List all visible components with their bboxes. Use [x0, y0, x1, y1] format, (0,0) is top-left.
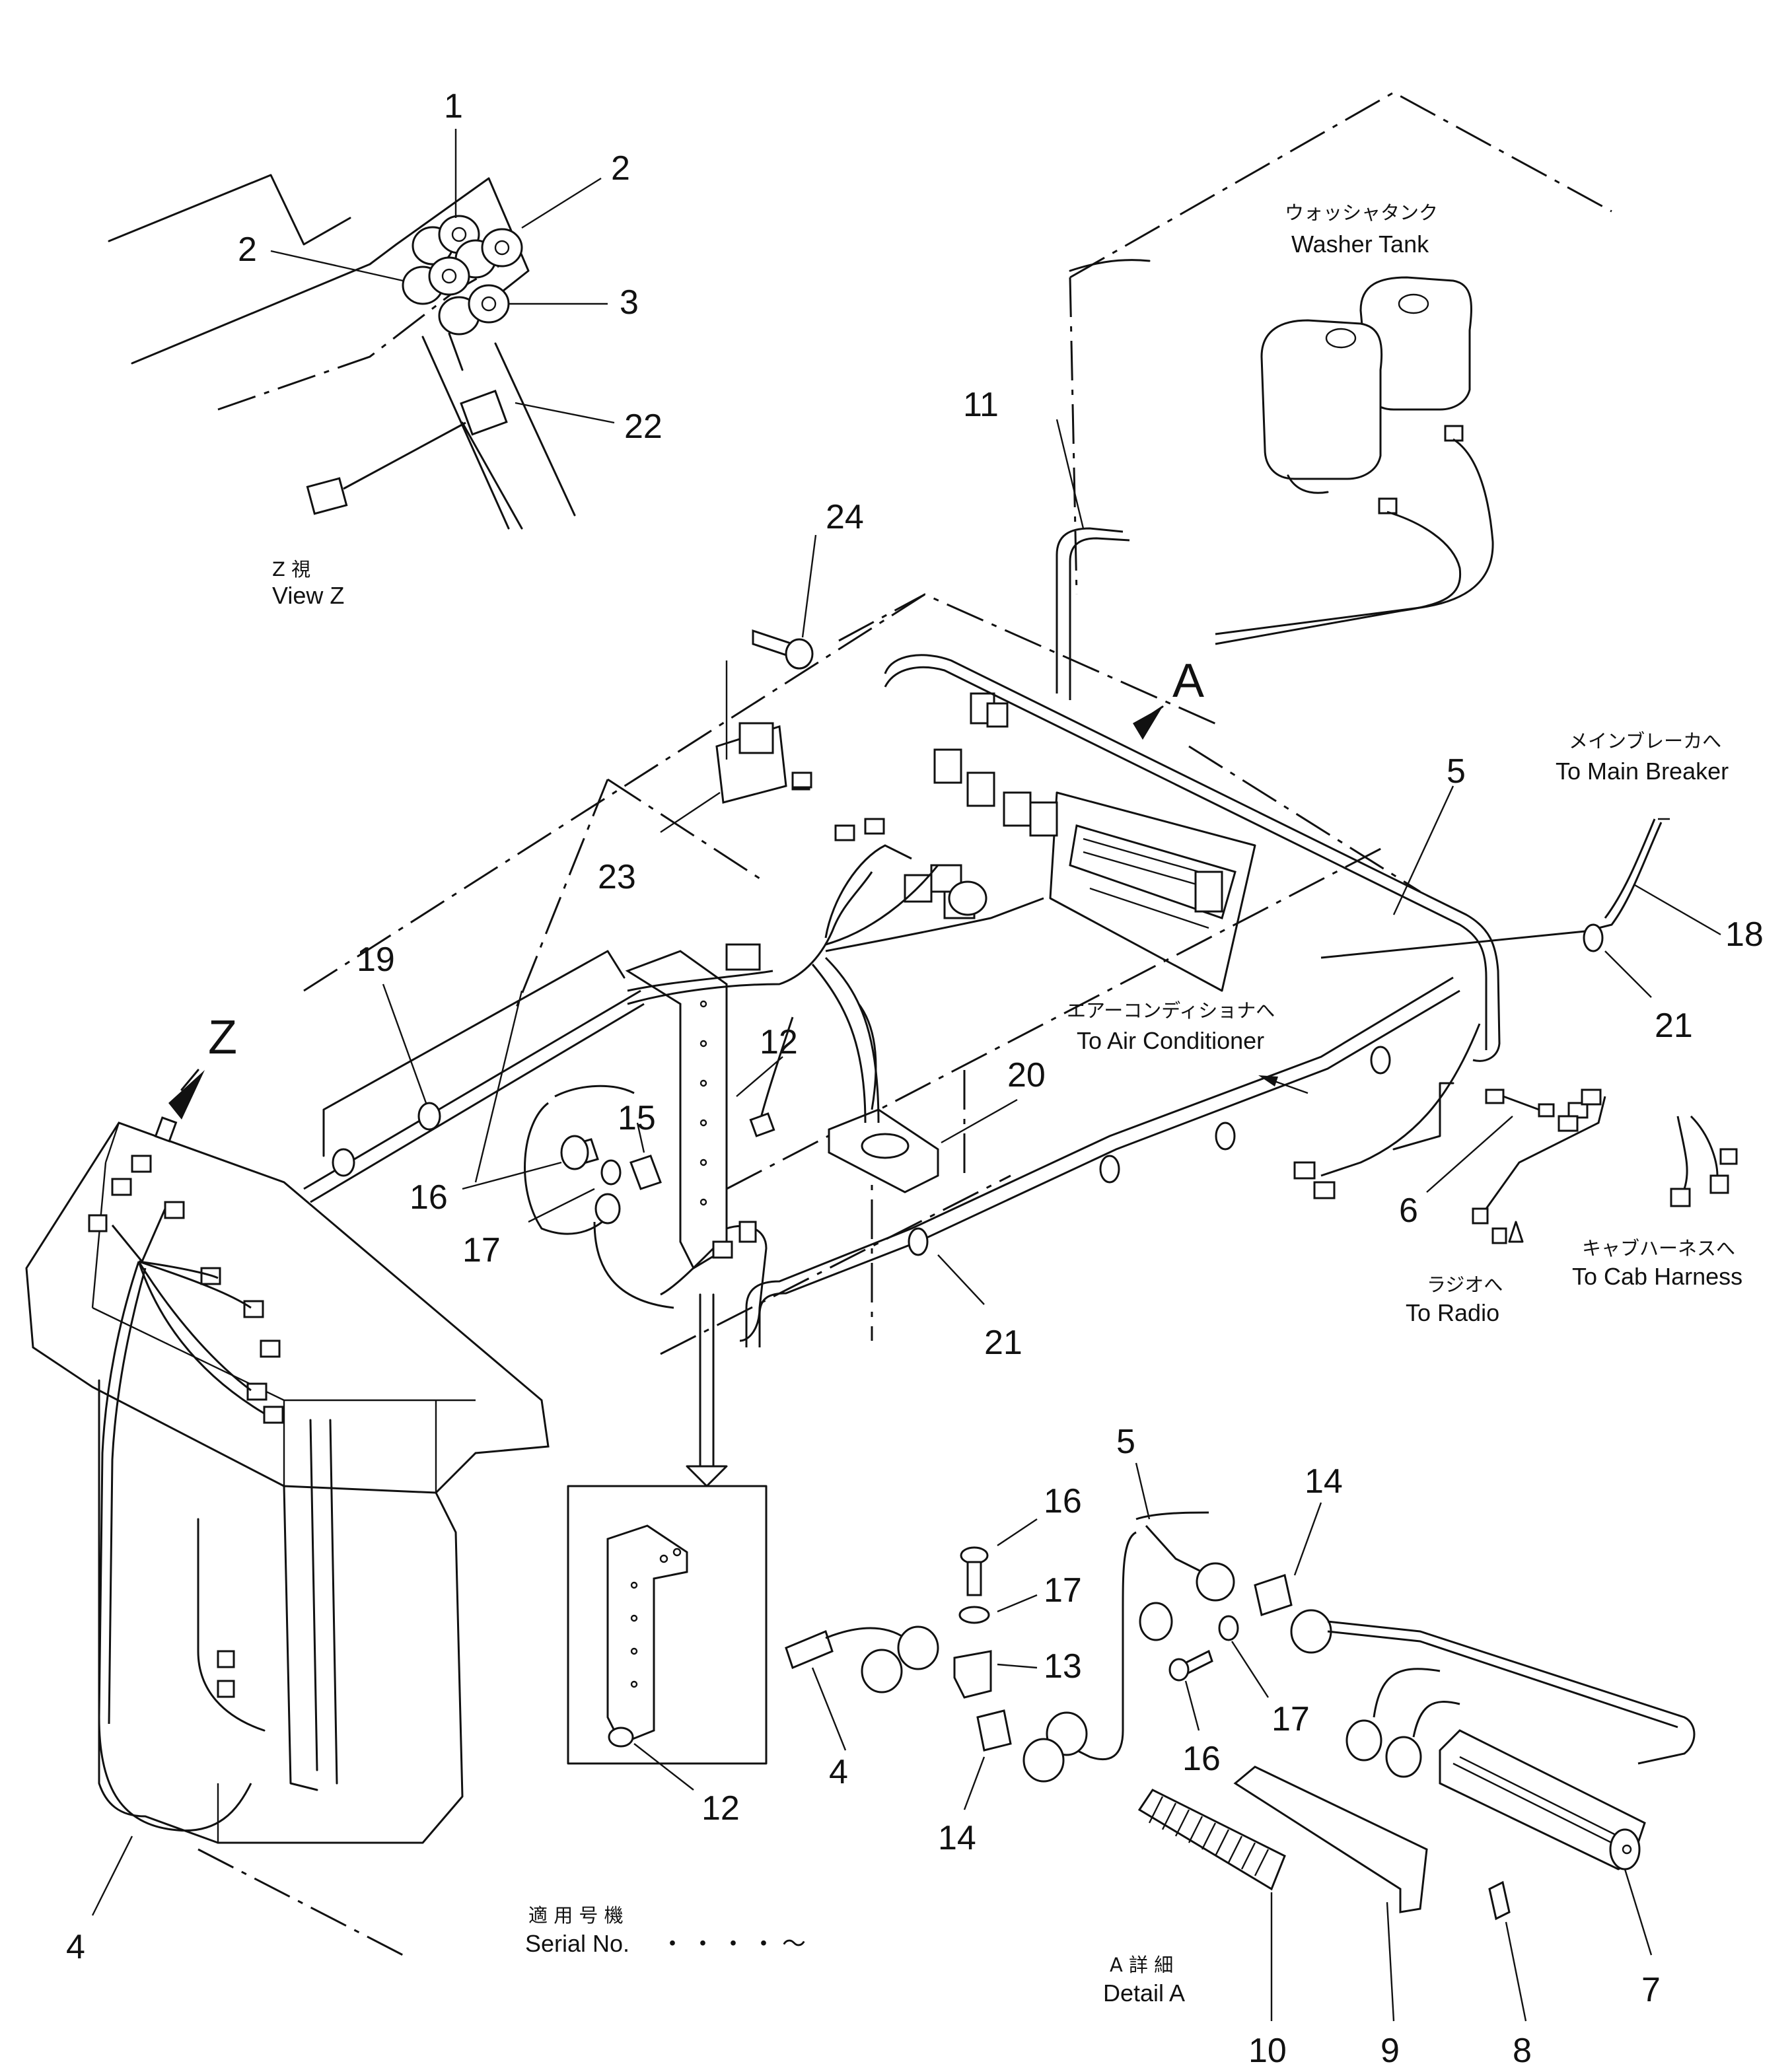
radio-label-ja: ラジオへ [1427, 1273, 1503, 1296]
callout-9: 9 [1380, 2032, 1400, 2066]
view-z-label-ja: Z 視 [272, 558, 310, 581]
wire-11: 11 [963, 386, 1130, 700]
callout-6: 6 [1399, 1192, 1418, 1230]
callout-10: 10 [1248, 2032, 1287, 2066]
callout-23: 23 [598, 858, 636, 896]
cable-19: 19 [303, 941, 645, 1203]
grille-10 [1137, 1789, 1286, 1891]
wire-loop-lower-left [524, 1085, 674, 1309]
callout-5-top: 5 [1447, 752, 1466, 791]
main-breaker-label-ja: メインブレーカへ [1569, 730, 1721, 752]
callout-22: 22 [624, 408, 663, 446]
callout-21-bottom: 21 [984, 1324, 1022, 1362]
callout-13: 13 [1044, 1647, 1082, 1686]
relay-22 [306, 390, 508, 515]
callout-17-detail-bottom: 17 [1272, 1700, 1310, 1738]
air-conditioner-panel [1049, 791, 1256, 992]
callout-24: 24 [826, 498, 864, 536]
view-z-marker: Z [168, 1011, 237, 1120]
cab-harness-connectors: キャブハーネスへ To Cab Harness ラジオへ To Radio [1406, 1088, 1742, 1326]
callout-7: 7 [1641, 1971, 1661, 2009]
switch-knob-3 [438, 284, 510, 336]
view-z-letter: Z [208, 1011, 237, 1064]
detail-a-label-ja: A 詳 細 [1110, 1954, 1173, 1976]
view-a-letter: A [1172, 655, 1204, 707]
control-console: 4 [25, 1116, 550, 1966]
serial-range: ・ ・ ・ ・ ～ [661, 1930, 806, 1957]
callout-4-detail: 4 [829, 1753, 848, 1791]
callout-1: 1 [444, 87, 463, 125]
harness-center [627, 844, 1044, 1342]
view-z-switch-panel: 1 2 2 3 22 Z 視 View Z [108, 87, 663, 609]
callout-5-detail: 5 [1116, 1423, 1135, 1461]
serial-arrow [686, 1293, 728, 1487]
callout-4-main: 4 [66, 1928, 85, 1966]
callout-17-main: 17 [462, 1231, 501, 1269]
washer-tank: ウォッシャタンク Washer Tank [1069, 91, 1612, 645]
detail-a-label-en: Detail A [1103, 1979, 1185, 2007]
connector-cluster [725, 692, 1058, 971]
air-conditioner-label-en: To Air Conditioner [1077, 1027, 1264, 1054]
air-conditioner-callout: エアーコンディショナへ To Air Conditioner [1067, 999, 1308, 1094]
callout-17-detail-top: 17 [1044, 1571, 1082, 1610]
detail-a: 4 5 16 17 13 14 14 16 [785, 1423, 1696, 2066]
callout-16-detail-bottom: 16 [1182, 1740, 1221, 1778]
wire-6: 6 [1293, 1023, 1555, 1230]
callout-16-main: 16 [410, 1178, 448, 1217]
cab-harness-label-en: To Cab Harness [1572, 1263, 1742, 1290]
callout-11: 11 [963, 386, 999, 424]
clamp-20: 20 [828, 1056, 1046, 1193]
callout-8: 8 [1513, 2032, 1532, 2066]
clamp-21-right: 21 [1583, 923, 1693, 1045]
switch-knob-2-left [402, 256, 470, 305]
air-conditioner-label-ja: エアーコンディショナへ [1067, 999, 1275, 1022]
callout-21-right: 21 [1655, 1007, 1693, 1045]
serial-label-ja: 適 用 号 機 [528, 1904, 624, 1927]
serial-label-en: Serial No. [525, 1930, 629, 1957]
washer-tank-label-en: Washer Tank [1291, 231, 1429, 258]
callout-16-detail-top: 16 [1044, 1482, 1082, 1520]
main-breaker-label-en: To Main Breaker [1556, 758, 1729, 785]
view-z-label-en: View Z [272, 582, 344, 609]
washer-17-main: 17 [462, 1159, 622, 1269]
relay-23: 23 [598, 660, 810, 896]
bracket-12-main: 12 [625, 950, 798, 1270]
cab-harness-label-ja: キャブハーネスへ [1582, 1237, 1735, 1260]
wire-18: 18 メインブレーカへ To Main Breaker [1556, 730, 1764, 954]
callout-18: 18 [1725, 915, 1764, 954]
harness-5: 5 [884, 654, 1586, 1062]
bolt-24: 24 [752, 498, 864, 670]
callout-2-right: 2 [611, 149, 630, 188]
callout-14-detail-top: 14 [1305, 1462, 1343, 1501]
view-a-marker: A [1133, 655, 1204, 740]
callout-19: 19 [357, 941, 395, 979]
callout-14-detail-bottom: 14 [938, 1819, 976, 1857]
bolt-16-main: 16 [410, 990, 599, 1217]
callout-2-left: 2 [238, 231, 257, 269]
callout-12-detail: 12 [701, 1789, 740, 1828]
serial-detail-box: 12 適 用 号 機 Serial No. ・ ・ ・ ・ ～ [525, 1485, 806, 1957]
callout-3: 3 [620, 283, 639, 322]
clip-15-main: 15 [618, 1099, 662, 1190]
callout-20: 20 [1007, 1056, 1046, 1094]
callout-12-main: 12 [760, 1023, 798, 1061]
callout-15: 15 [618, 1099, 656, 1137]
washer-tank-label-ja: ウォッシャタンク [1285, 201, 1438, 224]
radio-label-en: To Radio [1406, 1299, 1499, 1326]
